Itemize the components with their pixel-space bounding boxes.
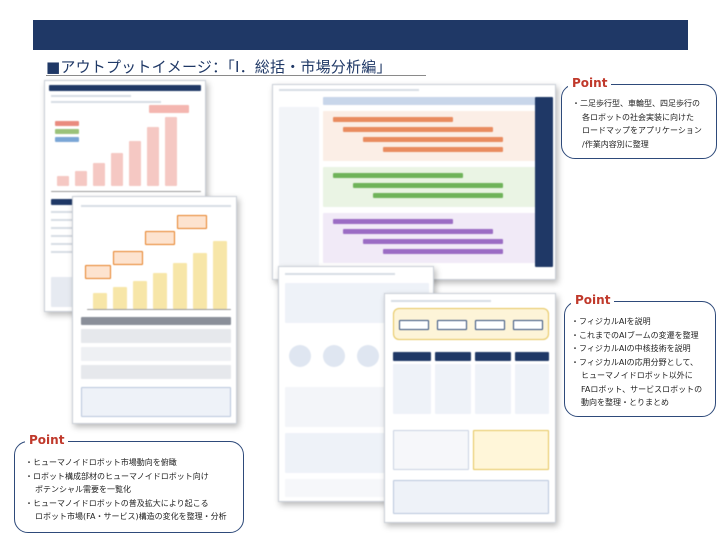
- point-label: Point: [25, 433, 69, 447]
- callout-line: 動向を整理・とりまとめ: [581, 398, 669, 407]
- point-callout-physical-ai: Point ・フィジカルAIを説明 ・これまでのAIブームの変遷を整理 ・フィジ…: [564, 293, 716, 417]
- callout-line: ・フィジカルAIの中核技術を説明: [571, 344, 691, 353]
- callout-line: ヒューマノイドロボット以外に: [581, 371, 693, 380]
- callout-line: ・ヒューマノイドロボット市場動向を俯瞰: [25, 458, 177, 467]
- callout-line: FAロボット、サービスロボットの: [581, 384, 703, 394]
- callout-line: ロボット市場(FA・サービス)構造の変化を整理・分析: [35, 512, 227, 521]
- callout-line: ・ロボット構成部材のヒューマノイドロボット向け: [25, 471, 209, 481]
- thumbnail-forecast-chart: [72, 196, 237, 424]
- thumbnail-physical-ai: [384, 293, 556, 523]
- thumbnail-roadmap: [272, 84, 556, 280]
- point-label: Point: [568, 76, 612, 90]
- callout-line: ・フィジカルAIの応用分野として、: [571, 357, 699, 367]
- callout-line: ・フィジカルAIを説明: [571, 317, 651, 326]
- title-underline: [46, 75, 426, 76]
- point-label: Point: [571, 293, 615, 307]
- callout-line: ポテンシャル需要を一覧化: [35, 485, 131, 494]
- callout-line: /作業内容別に整理: [582, 139, 649, 149]
- point-callout-market: Point ・ヒューマノイドロボット市場動向を俯瞰 ・ロボット構成部材のヒューマ…: [14, 433, 244, 533]
- point-callout-roadmap: Point ・二足歩行型、車輪型、四足歩行の 各ロボットの社会実装に向けた ロー…: [561, 76, 717, 159]
- page-title: ■アウトプットイメージ：「Ⅰ．総括・市場分析編」: [46, 58, 392, 76]
- callout-line: 各ロボットの社会実装に向けた: [582, 112, 694, 122]
- callout-line: ・二足歩行型、車輪型、四足歩行の: [572, 99, 700, 108]
- callout-line: ・これまでのAIブームの変遷を整理: [571, 330, 699, 340]
- callout-line: ロードマップをアプリケーション: [582, 126, 702, 135]
- header-band: [33, 20, 688, 50]
- callout-line: ・ヒューマノイドロボットの普及拡大により起こる: [25, 498, 209, 508]
